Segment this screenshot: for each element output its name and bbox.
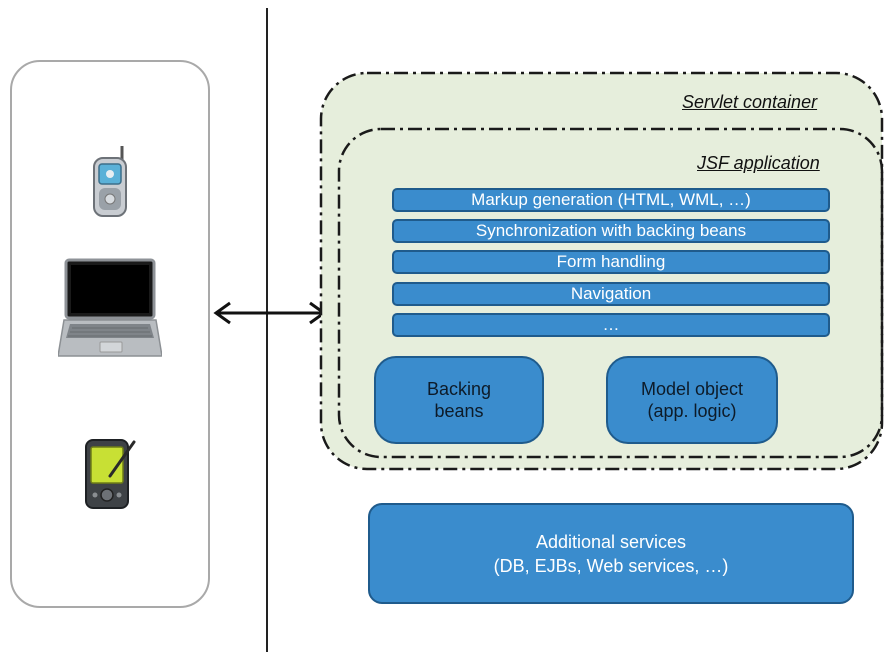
jsf-application	[337, 127, 884, 459]
jsf-application-label: JSF application	[697, 153, 820, 173]
model-object-line2: (app. logic)	[647, 401, 737, 421]
layer-bar-markup-generation: Markup generation (HTML, WML, …)	[392, 188, 830, 212]
layer-bar-ellipsis: …	[392, 313, 830, 337]
additional-services-line1: Additional services	[535, 531, 687, 552]
additional-services-line2: (DB, EJBs, Web services, …)	[493, 555, 729, 576]
backing-beans-line2: beans	[434, 401, 484, 421]
model-object-line1: Model object	[640, 379, 744, 399]
backing-beans-line1: Backing	[426, 379, 492, 399]
layer-bar-synchronization: Synchronization with backing beans	[392, 219, 830, 243]
additional-services-block: Additional services (DB, EJBs, Web servi…	[368, 503, 854, 604]
divider-line	[266, 8, 268, 652]
layer-bar-form-handling: Form handling	[392, 250, 830, 274]
layer-bar-navigation: Navigation	[392, 282, 830, 306]
model-object-block: Model object (app. logic)	[606, 356, 778, 444]
pda-icon	[85, 439, 136, 509]
bidirectional-arrow-icon	[213, 301, 327, 325]
backing-beans-block: Backing beans	[374, 356, 544, 444]
servlet-container-label: Servlet container	[682, 92, 818, 112]
laptop-icon	[58, 258, 162, 357]
mobile-phone-icon	[93, 146, 127, 217]
